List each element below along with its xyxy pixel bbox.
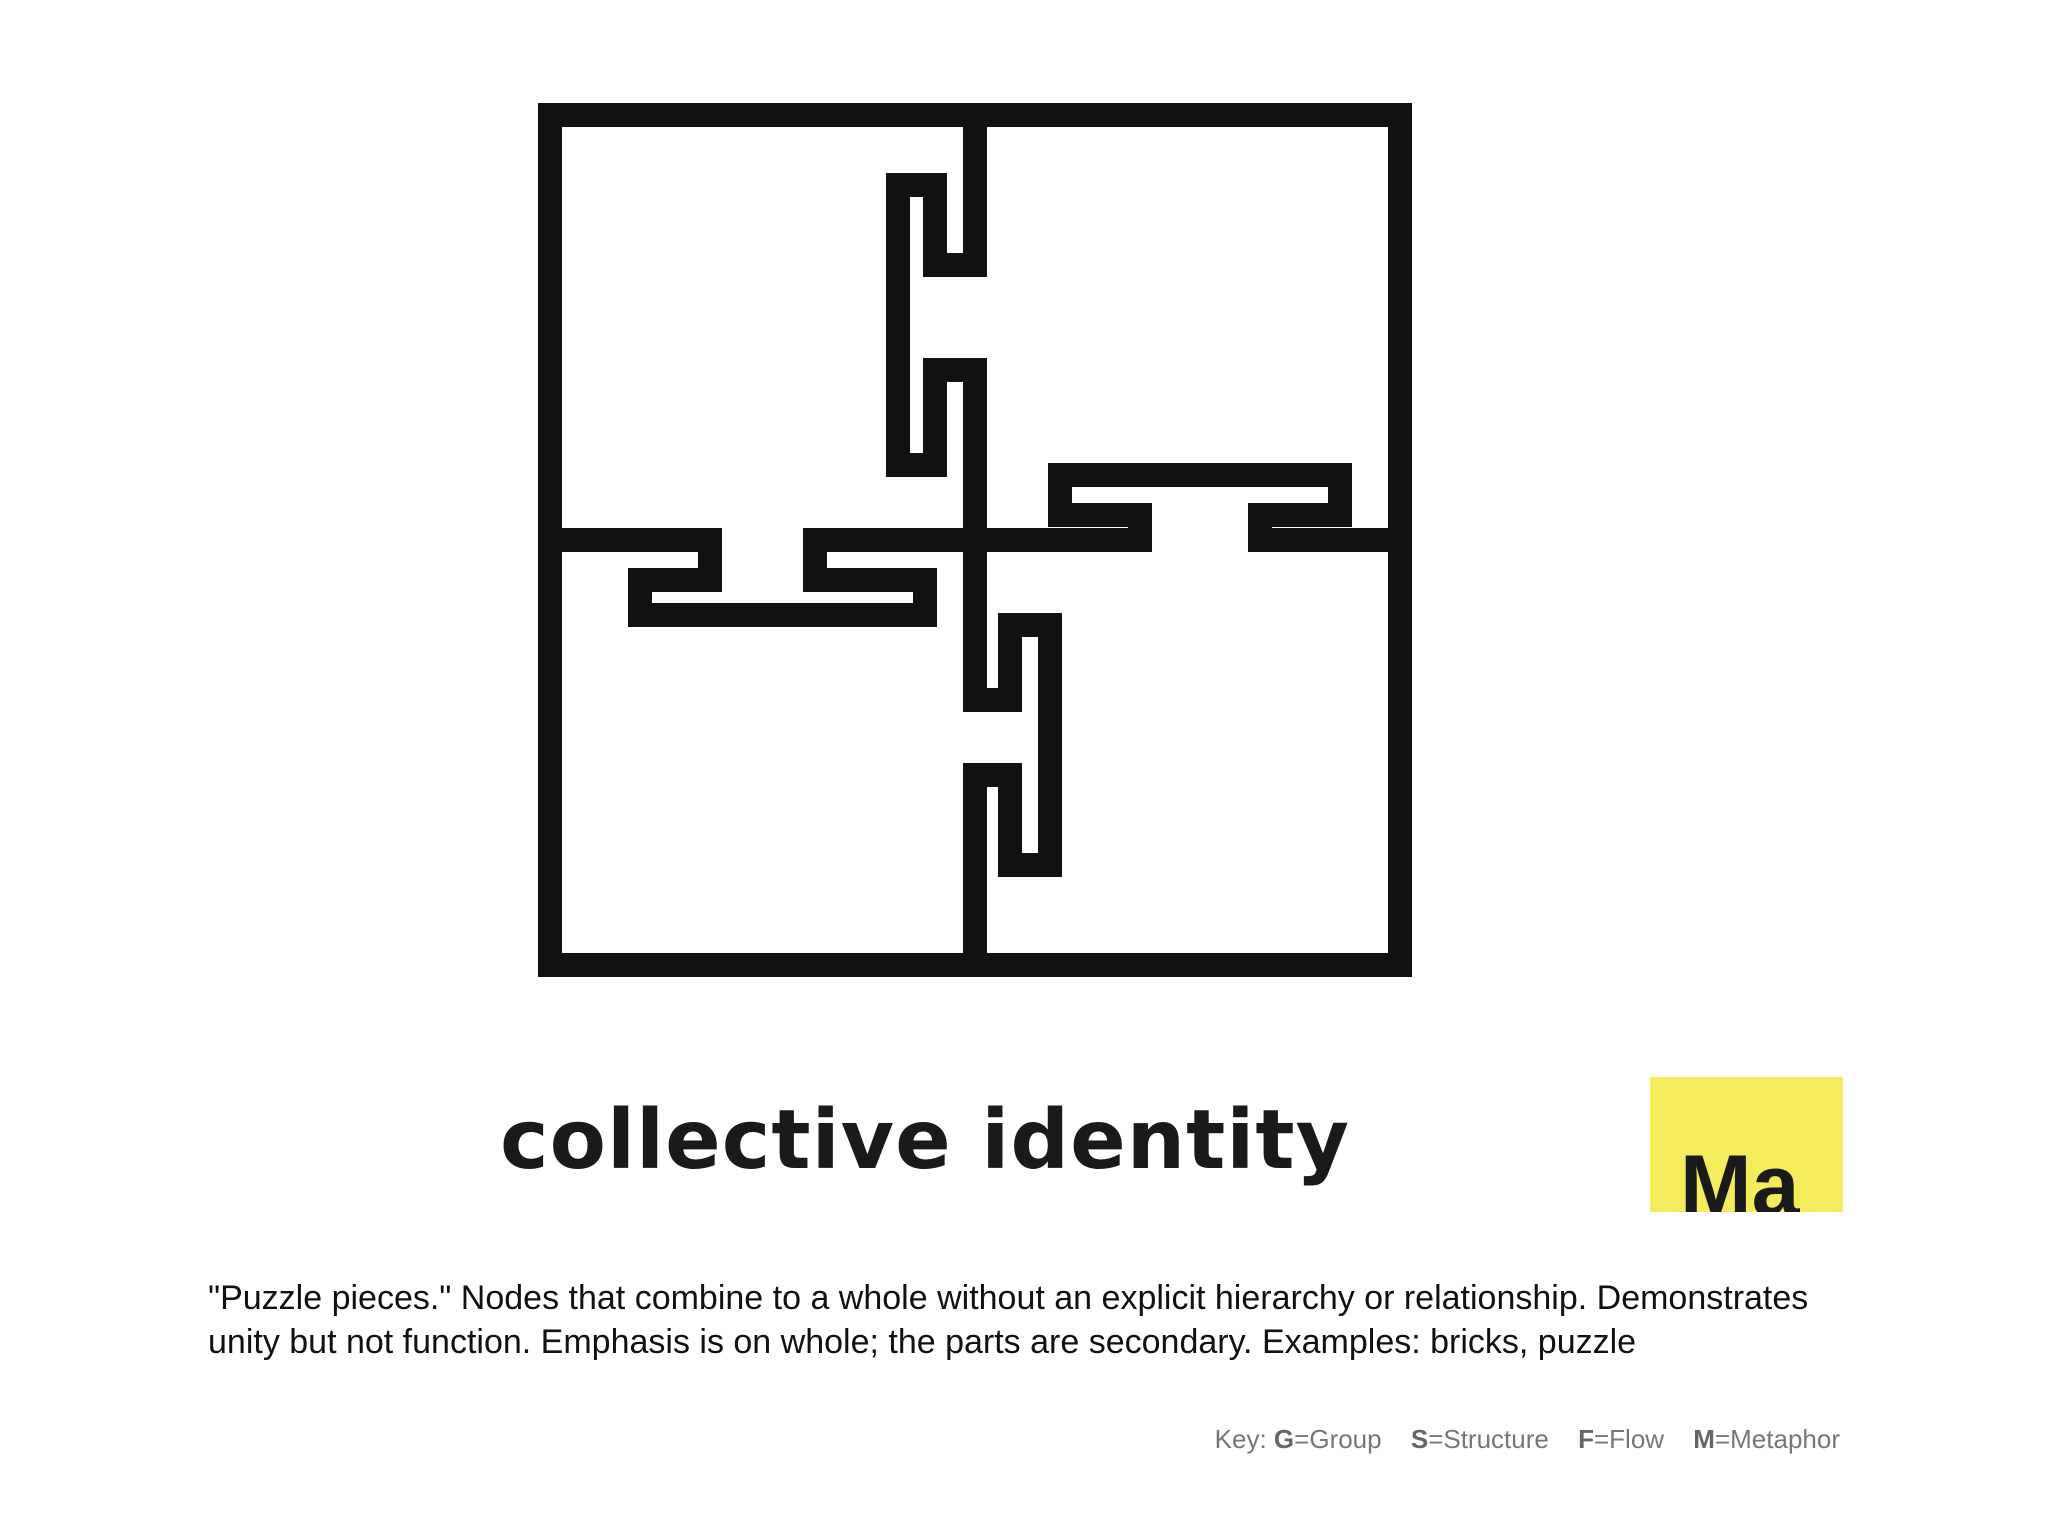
key-meaning-metaphor: =Metaphor (1714, 1424, 1840, 1454)
key-letter-structure: S (1410, 1424, 1429, 1454)
key-meaning-structure: =Structure (1428, 1424, 1549, 1454)
puzzle-pieces-illustration (520, 95, 1420, 995)
concept-description: "Puzzle pieces." Nodes that combine to a… (208, 1279, 1809, 1361)
bottom-left-piece-tab (538, 528, 987, 627)
key-letter-flow: F (1578, 1424, 1594, 1454)
top-left-piece-tab (886, 103, 987, 552)
key-meaning-flow: =Flow (1593, 1424, 1665, 1454)
key-letter-metaphor: M (1693, 1424, 1715, 1454)
legend-key: Key: G=Group S=Structure F=Flow M=Metaph… (1215, 1424, 1840, 1455)
bottom-right-piece-tab (963, 528, 1062, 977)
key-letter-group: G (1273, 1424, 1295, 1454)
key-meaning-group: =Group (1294, 1424, 1382, 1454)
metaphor-badge: Ma (1650, 1077, 1843, 1212)
concept-title: collective identity (500, 1093, 1351, 1188)
badge-label: Ma (1680, 1138, 1800, 1212)
key-label: Key: (1214, 1424, 1267, 1454)
interlocking-puzzle-squares-icon (538, 103, 1412, 977)
top-right-piece-tab (963, 463, 1412, 552)
